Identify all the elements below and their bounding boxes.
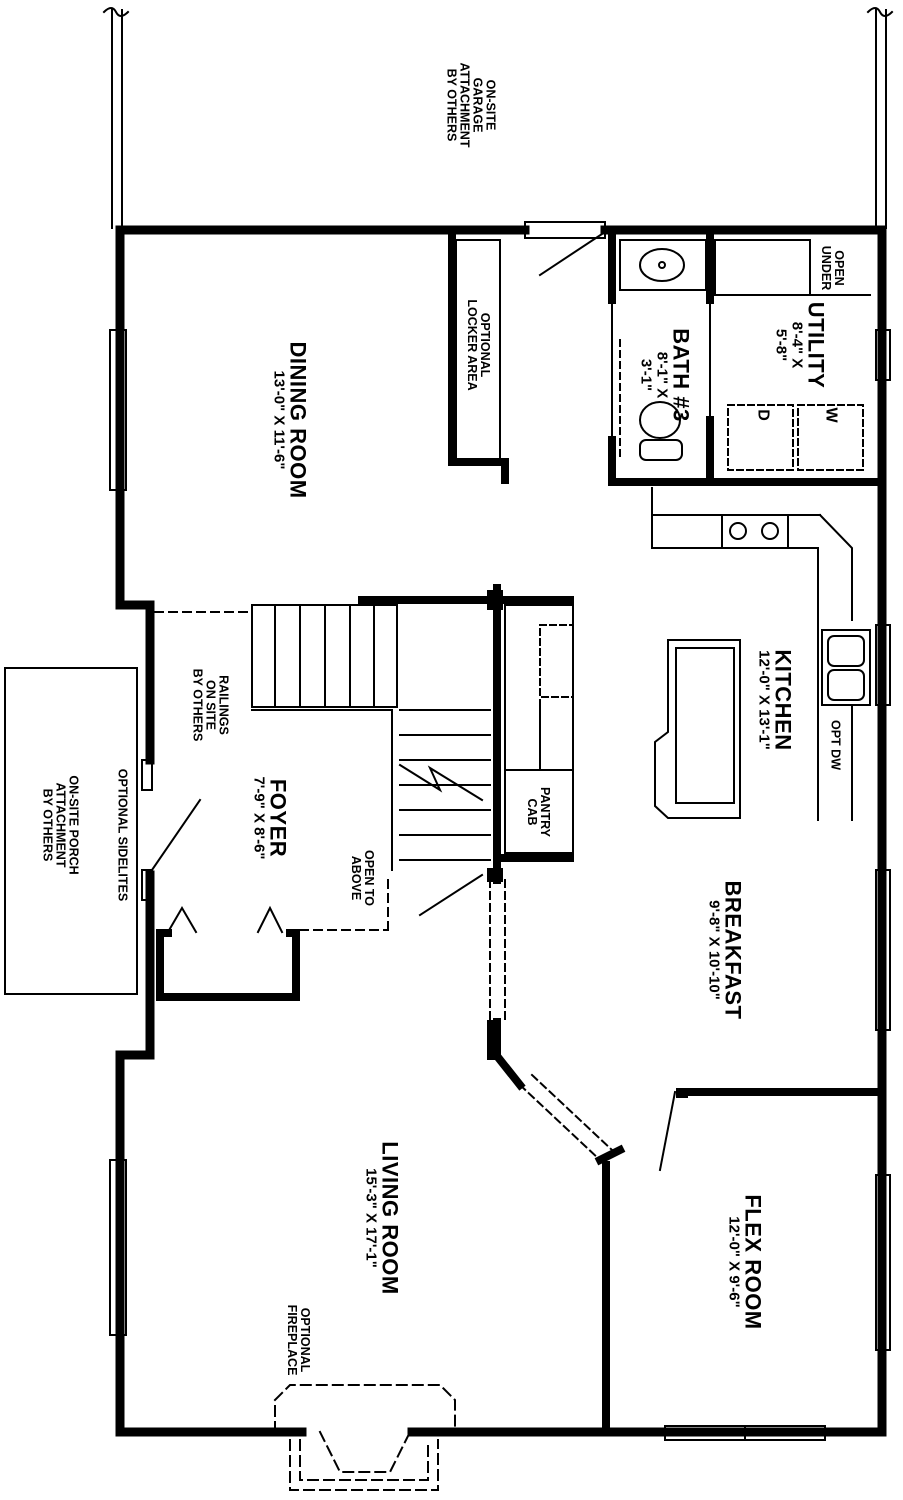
railings-note-line: BY OTHERS — [190, 668, 205, 742]
railings-note: RAILINGS ON SITE BY OTHERS — [190, 668, 231, 742]
room-name: KITCHEN — [770, 649, 796, 751]
breakfast-label: BREAKFAST 9'-8" X 10'-10" — [705, 880, 746, 1020]
flex-room-label: FLEX ROOM 12'-0" X 9'-6" — [725, 1194, 766, 1330]
kitchen-island — [654, 639, 741, 819]
living-room-label: LIVING ROOM 15'-3" X 17'-1" — [362, 1141, 403, 1295]
open-to-above-note: OPEN TO ABOVE — [349, 849, 377, 907]
garage-attachment-lines — [102, 7, 894, 229]
open-under-note: OPEN UNDER — [819, 245, 847, 291]
bay-window — [489, 879, 614, 1162]
fireplace-note: OPTIONAL FIREPLACE — [285, 1304, 313, 1376]
room-name: UTILITY — [803, 301, 829, 389]
interior-walls — [156, 232, 880, 1436]
room-dims: 5'-8" — [772, 328, 790, 362]
utility-fixtures — [714, 239, 871, 471]
garage-note-line: ON-SITE — [483, 79, 498, 131]
garage-note-line: ATTACHMENT — [457, 62, 471, 148]
railings-note-line: ON SITE — [203, 679, 218, 731]
room-dims: 12'-0" X 9'-6" — [725, 1216, 743, 1308]
porch-attachment-box — [4, 667, 138, 995]
garage-note-line: GARAGE — [470, 77, 485, 133]
porch-note-line: ATTACHMENT — [53, 782, 68, 868]
pantry-note-line: PANTRY — [538, 787, 553, 837]
kitchen-counters — [651, 487, 871, 821]
open-to-above-line: ABOVE — [349, 855, 363, 901]
stairs — [251, 604, 491, 871]
room-dims: 12'-0" X 13'-1" — [755, 650, 773, 750]
room-name: FLEX ROOM — [740, 1194, 766, 1330]
garage-note: ON-SITE GARAGE ATTACHMENT BY OTHERS — [444, 63, 497, 148]
porch-note: ON-SITE PORCH ATTACHMENT BY OTHERS — [40, 775, 81, 875]
opt-dw-label: OPT DW — [828, 720, 843, 770]
dining-room-label: DINING ROOM 13'-0" X 11'-6" — [270, 341, 311, 499]
kitchen-label: KITCHEN 12'-0" X 13'-1" — [755, 649, 796, 751]
locker-note-line: LOCKER AREA — [465, 299, 479, 391]
porch-note-line: BY OTHERS — [40, 788, 55, 862]
room-name: BATH #3 — [668, 328, 694, 422]
room-name: BREAKFAST — [720, 880, 746, 1020]
locker-note: OPTIONAL LOCKER AREA — [465, 299, 493, 391]
fireplace-note-line: OPTIONAL — [298, 1307, 313, 1373]
pantry-note-line: CAB — [525, 798, 539, 826]
room-name: DINING ROOM — [285, 341, 311, 499]
fireplace — [274, 1384, 456, 1491]
washer-label: W — [822, 407, 840, 423]
bath-fixtures — [619, 239, 707, 461]
open-to-above-line: OPEN TO — [362, 849, 377, 907]
room-dims: 15'-3" X 17'-1" — [362, 1168, 380, 1268]
pantry-note: PANTRY CAB — [525, 787, 553, 837]
locker-note-line: OPTIONAL — [478, 312, 493, 378]
porch-note-line: ON-SITE PORCH — [66, 775, 81, 875]
windows — [109, 329, 891, 1441]
room-dims: 9'-8" X 10'-10" — [705, 900, 723, 1000]
dryer-label: D — [754, 409, 772, 421]
railings-note-line: RAILINGS — [216, 675, 231, 735]
fireplace-note-line: FIREPLACE — [285, 1304, 299, 1376]
doors — [141, 221, 711, 1172]
open-under-line: UNDER — [819, 245, 833, 291]
sidelites-note: OPTIONAL SIDELITES — [115, 768, 130, 902]
foyer-label: FOYER 7'-9" X 8'-6" — [250, 776, 291, 860]
utility-label: UTILITY 8'-4" X 5'-8" — [772, 301, 829, 389]
room-dims: 8'-1" X — [653, 351, 671, 399]
room-dims: 3'-1" — [637, 358, 655, 392]
room-name: LIVING ROOM — [377, 1141, 403, 1295]
pantry-cabinets — [504, 604, 574, 854]
bath-label: BATH #3 8'-1" X 3'-1" — [637, 328, 694, 422]
room-name: FOYER — [265, 778, 291, 858]
room-dims: 7'-9" X 8'-6" — [250, 776, 268, 860]
wall-posts — [487, 590, 688, 1098]
room-dims: 13'-0" X 11'-6" — [270, 370, 288, 470]
garage-note-line: BY OTHERS — [443, 68, 458, 142]
room-dims: 8'-4" X — [788, 321, 806, 369]
locker-area — [455, 239, 501, 463]
open-under-line: OPEN — [832, 250, 847, 286]
